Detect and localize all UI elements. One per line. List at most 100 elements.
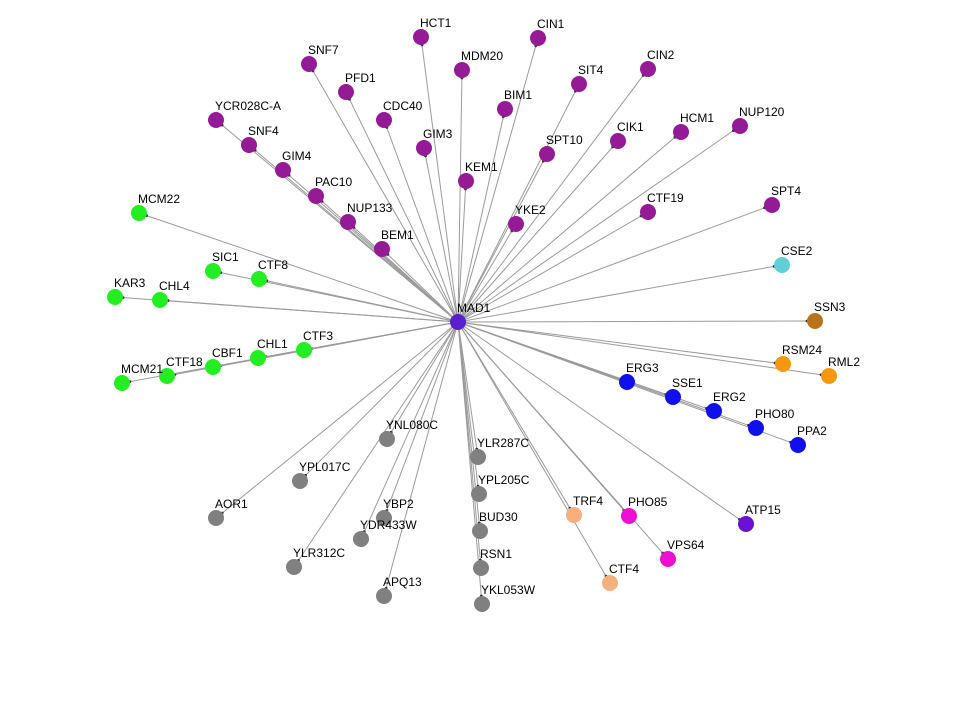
node-chl4[interactable] [152, 292, 168, 308]
edge-mad1-bem1 [387, 254, 459, 323]
edge-mad1-cdc40 [386, 127, 459, 323]
node-cin2[interactable] [640, 61, 656, 77]
node-label-hct1: HCT1 [420, 16, 452, 30]
node-label-ssn3: SSN3 [814, 300, 846, 314]
edge-mad1-hct1 [421, 44, 459, 323]
node-mcm21[interactable] [114, 375, 130, 391]
node-cin1[interactable] [530, 30, 546, 46]
node-label-ypl205c: YPL205C [478, 473, 530, 487]
node-pho85[interactable] [621, 508, 637, 524]
node-label-kar3: KAR3 [114, 276, 146, 290]
node-rml2[interactable] [821, 368, 837, 384]
node-sit4[interactable] [571, 76, 587, 92]
node-sse1[interactable] [665, 389, 681, 405]
node-sic1[interactable] [205, 263, 221, 279]
node-label-cin1: CIN1 [537, 17, 565, 31]
node-kem1[interactable] [458, 173, 474, 189]
node-ydr433w[interactable] [353, 531, 369, 547]
node-ctf8[interactable] [251, 271, 267, 287]
hub-node[interactable] [450, 314, 466, 330]
node-bim1[interactable] [497, 101, 513, 117]
edge-mad1-spt10 [457, 160, 544, 323]
node-nup120[interactable] [732, 118, 748, 134]
node-cik1[interactable] [610, 133, 626, 149]
node-label-cin2: CIN2 [647, 48, 675, 62]
node-gim4[interactable] [275, 162, 291, 178]
node-bud30[interactable] [472, 523, 488, 539]
node-ypl017c[interactable] [292, 473, 308, 489]
node-label-ppa2: PPA2 [797, 424, 827, 438]
node-vps64[interactable] [660, 551, 676, 567]
node-gim3[interactable] [416, 140, 432, 156]
node-label-pac10: PAC10 [315, 175, 352, 189]
edge-mad1-nup133 [353, 227, 459, 323]
node-ypl205c[interactable] [471, 486, 487, 502]
node-chl1[interactable] [250, 350, 266, 366]
node-nup133[interactable] [340, 214, 356, 230]
node-ppa2[interactable] [790, 437, 806, 453]
node-ctf4[interactable] [602, 575, 618, 591]
node-label-vps64: VPS64 [667, 538, 705, 552]
node-rsn1[interactable] [473, 560, 489, 576]
node-label-snf4: SNF4 [248, 124, 279, 138]
node-ynl080c[interactable] [379, 431, 395, 447]
node-ybp2[interactable] [376, 510, 392, 526]
node-label-pho85: PHO85 [628, 495, 668, 509]
node-pfd1[interactable] [338, 84, 354, 100]
node-yke2[interactable] [508, 216, 524, 232]
node-label-yke2: YKE2 [515, 203, 546, 217]
node-label-kem1: KEM1 [465, 160, 498, 174]
node-erg2[interactable] [706, 403, 722, 419]
edge-mad1-bim1 [457, 116, 504, 323]
node-cdc40[interactable] [376, 112, 392, 128]
node-ycr028c-a[interactable] [208, 112, 224, 128]
node-label-ylr287c: YLR287C [477, 436, 529, 450]
node-bem1[interactable] [374, 241, 390, 257]
node-pac10[interactable] [308, 188, 324, 204]
node-cse2[interactable] [774, 257, 790, 273]
node-kar3[interactable] [107, 289, 123, 305]
node-label-cik1: CIK1 [617, 120, 644, 134]
node-spt10[interactable] [539, 146, 555, 162]
node-label-gim3: GIM3 [423, 127, 453, 141]
node-mdm20[interactable] [454, 62, 470, 78]
node-label-ctf19: CTF19 [647, 191, 684, 205]
node-snf4[interactable] [241, 137, 257, 153]
node-label-bim1: BIM1 [504, 88, 532, 102]
node-ctf18[interactable] [159, 368, 175, 384]
edge-mad1-ylr287c [457, 321, 478, 450]
node-erg3[interactable] [619, 374, 635, 390]
edge-mad1-apq13 [385, 321, 459, 589]
node-ylr312c[interactable] [286, 559, 302, 575]
node-label-ybp2: YBP2 [383, 497, 414, 511]
node-label-chl4: CHL4 [159, 279, 190, 293]
node-mcm22[interactable] [131, 205, 147, 221]
node-label-ctf18: CTF18 [166, 355, 203, 369]
node-hct1[interactable] [413, 29, 429, 45]
node-snf7[interactable] [301, 56, 317, 72]
node-hcm1[interactable] [673, 124, 689, 140]
node-rsm24[interactable] [775, 356, 791, 372]
node-label-bem1: BEM1 [381, 228, 414, 242]
node-spt4[interactable] [764, 197, 780, 213]
node-label-rml2: RML2 [828, 355, 860, 369]
node-apq13[interactable] [376, 588, 392, 604]
node-ykl053w[interactable] [474, 596, 490, 612]
edge-mad1-ybp2 [386, 321, 459, 511]
node-ylr287c[interactable] [470, 449, 486, 465]
node-trf4[interactable] [566, 507, 582, 523]
node-label-bud30: BUD30 [479, 510, 518, 524]
node-ctf19[interactable] [640, 204, 656, 220]
node-cbf1[interactable] [205, 359, 221, 375]
edge-mad1-cin1 [457, 45, 537, 323]
node-ctf3[interactable] [296, 342, 312, 358]
edge-mad1-cse2 [457, 265, 775, 323]
node-label-mdm20: MDM20 [461, 49, 503, 63]
node-ssn3[interactable] [807, 313, 823, 329]
node-pho80[interactable] [748, 420, 764, 436]
node-label-cse2: CSE2 [781, 244, 813, 258]
node-label-chl1: CHL1 [257, 337, 288, 351]
node-atp15[interactable] [738, 516, 754, 532]
node-aor1[interactable] [208, 510, 224, 526]
hub-node-group: MAD1 [450, 301, 491, 330]
